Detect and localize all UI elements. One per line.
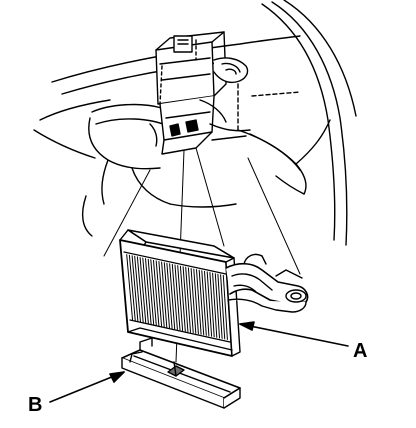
- callout-arrow-b: [49, 371, 125, 403]
- evaporator-fins: [126, 254, 228, 340]
- evaporator-fin-line: [169, 263, 176, 330]
- evaporator-fin-line: [201, 270, 207, 336]
- evaporator-fin-line: [204, 270, 210, 337]
- evaporator-fin-line: [217, 273, 223, 339]
- callout-label-b: B: [28, 394, 43, 416]
- evaporator-fin-line: [158, 261, 165, 328]
- evaporator-fin-line: [174, 264, 181, 331]
- evaporator-fin-line: [136, 256, 144, 324]
- evaporator-fin-line: [155, 260, 163, 327]
- evaporator-fin-line: [193, 268, 199, 335]
- evaporator-fin-line: [220, 274, 226, 340]
- evaporator-fin-line: [171, 263, 178, 330]
- evaporator-fin-line: [206, 271, 213, 337]
- evaporator-fin-line: [198, 269, 205, 336]
- dashboard-outline: [33, 0, 357, 246]
- evaporator-fin-line: [142, 257, 149, 325]
- evaporator-seal-bracket: [121, 337, 241, 409]
- evaporator-fin-line: [126, 254, 134, 321]
- hvac-housing: [149, 31, 251, 155]
- evaporator-fin-line: [190, 268, 197, 334]
- callout-arrow-a: [239, 321, 349, 347]
- evaporator-fin-line: [161, 261, 168, 328]
- evaporator-fin-line: [209, 272, 215, 338]
- evaporator-core: [119, 229, 309, 357]
- evaporator-fin-line: [179, 265, 186, 332]
- evaporator-fin-line: [182, 266, 189, 333]
- evaporator-fin-line: [166, 262, 173, 329]
- evaporator-fin-line: [222, 274, 228, 340]
- evaporator-fin-line: [187, 267, 194, 334]
- evaporator-fin-line: [147, 258, 155, 326]
- evaporator-fin-line: [139, 257, 147, 324]
- evaporator-fin-line: [153, 259, 160, 327]
- evaporator-fin-line: [212, 272, 218, 338]
- callout-label-a: A: [353, 340, 368, 362]
- evaporator-fin-line: [128, 254, 136, 322]
- evaporator-fin-line: [131, 255, 139, 323]
- evaporator-fin-line: [134, 255, 141, 323]
- evaporator-fin-line: [177, 265, 184, 331]
- evaporator-fin-line: [214, 273, 220, 339]
- evaporator-fin-line: [185, 266, 191, 333]
- evaporator-fin-line: [163, 262, 170, 329]
- evaporator-fin-line: [196, 269, 202, 335]
- evaporator-fin-line: [150, 259, 157, 326]
- evaporator-fin-line: [145, 258, 152, 325]
